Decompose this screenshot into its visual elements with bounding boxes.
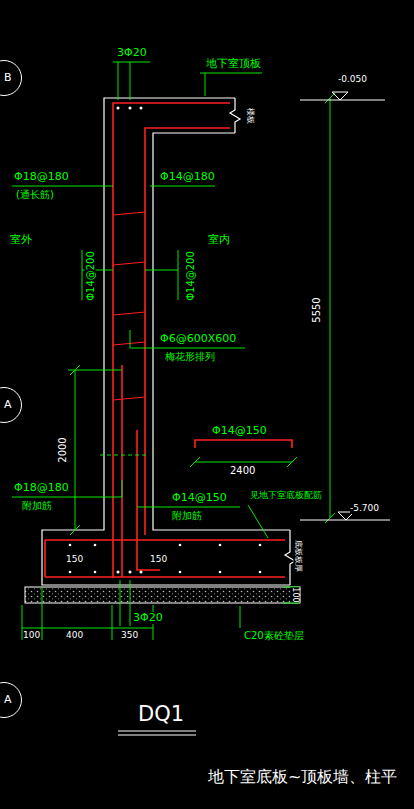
annotation: Φ6@600X600	[160, 333, 236, 345]
annotation: 3Φ20	[133, 612, 163, 624]
annotation: Φ14@200	[185, 251, 196, 301]
annotation: 2000	[57, 437, 68, 462]
annotation: 150	[66, 555, 83, 565]
annotation: 5550	[311, 297, 322, 322]
drawing-caption: 地下室底板~顶板墙、柱平	[208, 768, 397, 786]
annotation: 楼板	[246, 108, 255, 124]
annotation: -5.700	[350, 504, 379, 514]
annotation: 150	[150, 555, 167, 565]
annotation: C20素砼垫层	[244, 630, 304, 641]
annotation: Φ14@150	[172, 492, 227, 504]
annotation: Φ18@180	[14, 171, 69, 183]
annotation: 室内	[208, 234, 230, 246]
annotation: 底板板厚	[294, 540, 303, 572]
annotation: (通长筋)	[16, 189, 54, 200]
annotation: 350	[121, 631, 138, 641]
annotation: 3Φ20	[117, 47, 147, 59]
annotation: 附加筋	[22, 500, 52, 511]
annotation: 梅花形排列	[165, 351, 215, 362]
annotation: 100	[23, 631, 40, 641]
annotation: Φ14@180	[160, 171, 215, 183]
axis-circle: B	[0, 60, 22, 96]
annotation: 地下室顶板	[206, 58, 261, 70]
drawing-title: DQ1	[138, 703, 184, 726]
annotation: Φ18@180	[14, 482, 69, 494]
annotation: 附加筋	[172, 510, 202, 521]
axis-label: A	[0, 683, 21, 717]
annotation: 见地下室底板配筋	[250, 491, 322, 501]
axis-label: A	[0, 388, 21, 422]
annotation: 2400	[230, 465, 255, 476]
annotation: -0.050	[338, 75, 367, 85]
annotation: 100	[291, 587, 300, 602]
axis-label: B	[0, 61, 21, 95]
axis-circle: A	[0, 387, 22, 423]
annotation: 400	[66, 631, 83, 641]
annotation: Φ14@150	[212, 425, 267, 437]
annotation: Φ14@200	[85, 251, 96, 301]
axis-circle: A	[0, 682, 22, 718]
annotation: 室外	[10, 234, 32, 246]
